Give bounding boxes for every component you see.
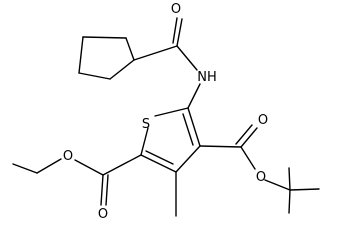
amide-group <box>133 17 201 109</box>
bond <box>176 45 198 71</box>
bond <box>264 179 291 191</box>
bond <box>100 174 104 206</box>
structure-diagram: O NH S O O O O <box>12 2 320 222</box>
bond <box>240 146 256 170</box>
ethyl-ester <box>12 154 142 206</box>
bond <box>240 127 258 148</box>
bond <box>187 107 201 147</box>
molecule-drawing: O NH S O O O O <box>12 2 320 222</box>
bond <box>102 154 142 176</box>
tert-butyl-ester <box>199 124 320 214</box>
bond <box>289 188 320 191</box>
bond <box>199 145 242 148</box>
bond <box>145 150 174 165</box>
bond <box>288 189 291 214</box>
bond <box>78 72 111 80</box>
ester-carbonyl-oxygen-label-left: O <box>98 207 108 222</box>
bond <box>172 17 178 44</box>
ester-ether-oxygen-label-right: O <box>256 170 266 185</box>
atom-labels: O NH S O O O O <box>63 2 268 222</box>
bond <box>12 163 38 174</box>
bond <box>133 45 178 61</box>
thiophene-sulfur-label: S <box>142 117 150 132</box>
thiophene-ring <box>140 107 201 173</box>
ester-ether-oxygen-label-left: O <box>63 149 73 164</box>
bond <box>105 174 109 206</box>
bond <box>36 158 62 174</box>
bond <box>78 36 84 74</box>
bond <box>82 36 127 39</box>
bond <box>154 107 189 117</box>
cyclopentane-ring <box>78 36 135 80</box>
amide-nitrogen-label: NH <box>197 70 217 85</box>
bond <box>182 113 194 146</box>
bond <box>125 37 135 61</box>
bond <box>74 159 104 176</box>
carbonyl-oxygen-label: O <box>171 2 181 17</box>
bond <box>288 167 291 191</box>
bond <box>175 145 201 173</box>
bond <box>176 18 183 47</box>
ester-carbonyl-oxygen-label-right: O <box>258 113 268 128</box>
bond <box>187 83 201 109</box>
bond <box>235 124 253 145</box>
bond <box>140 127 149 156</box>
bond <box>140 154 177 173</box>
bond <box>109 59 135 80</box>
